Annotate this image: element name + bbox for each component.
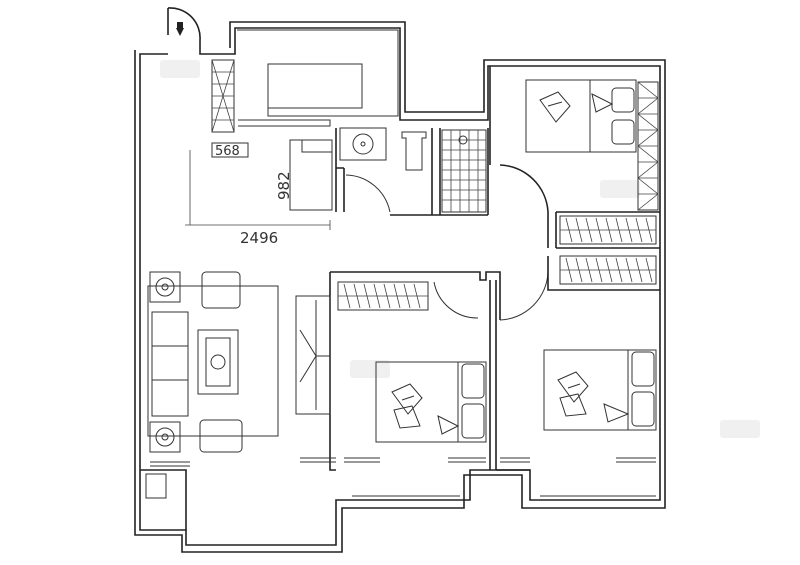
- shower-tiles: [441, 129, 487, 213]
- window-sills: [150, 457, 656, 497]
- wardrobe-upper: [559, 215, 657, 245]
- wardrobe-bedroom-2: [337, 281, 429, 311]
- entry-arrow-icon: [176, 22, 184, 36]
- small-dimension-label: 568: [215, 144, 240, 159]
- outer-walls: [134, 7, 666, 553]
- side-lamp-bottom: [149, 421, 181, 453]
- wardrobe-lower: [559, 255, 657, 285]
- kitchen: [211, 29, 399, 133]
- dimension-lines: [185, 139, 333, 230]
- living-room: [147, 271, 331, 453]
- brand-watermark-icon: [160, 60, 760, 438]
- width-dimension-label: 2496: [240, 229, 278, 247]
- bedroom-3: [543, 349, 657, 431]
- bathroom: [335, 127, 489, 216]
- bedroom-2: [375, 361, 487, 443]
- bedroom-partitions: [329, 256, 660, 471]
- balcony: [140, 469, 187, 530]
- tv-cabinet: [295, 295, 331, 415]
- height-dimension-label: 982: [275, 171, 293, 200]
- bedroom-master: [489, 66, 660, 249]
- side-lamp-top: [149, 271, 181, 303]
